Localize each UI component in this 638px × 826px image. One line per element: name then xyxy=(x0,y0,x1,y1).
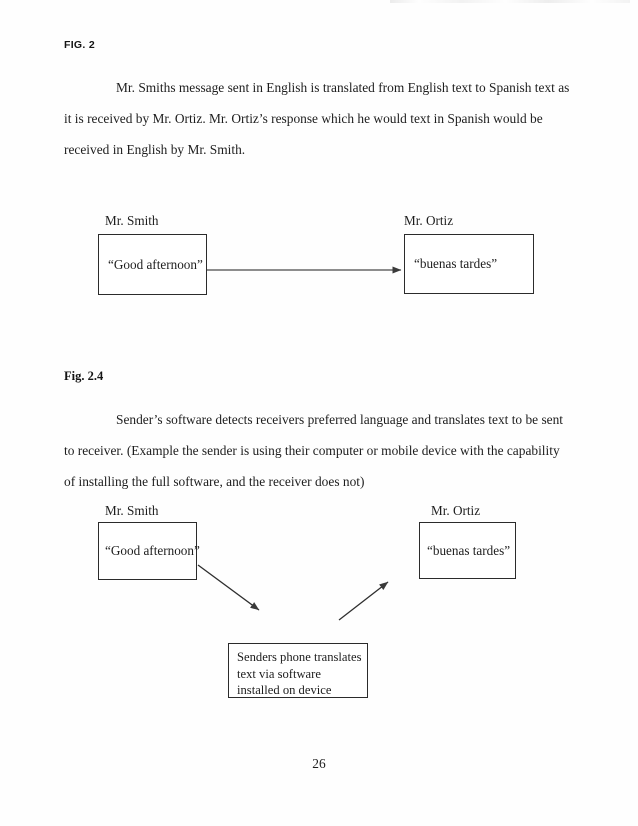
diagram-two-receiver-label: Mr. Ortiz xyxy=(431,503,481,518)
diagram-one-sender-label: Mr. Smith xyxy=(105,213,159,228)
diagram-one-receiver-box: “buenas tardes” xyxy=(404,234,534,294)
figure-heading-fig-2: FIG. 2 xyxy=(64,39,95,51)
diagram-one-receiver-label: Mr. Ortiz xyxy=(404,213,454,228)
diagram-two-sender-label: Mr. Smith xyxy=(105,503,159,518)
diagram-two-receiver-box: “buenas tardes” xyxy=(419,522,516,579)
diagram-one-sender-message: “Good afternoon” xyxy=(108,257,203,272)
diagram-two-note-box: Senders phone translates text via softwa… xyxy=(228,643,368,698)
paragraph-fig-2: Mr. Smiths message sent in English is tr… xyxy=(64,80,570,157)
diagram-two-sender-box: “Good afternoon” xyxy=(98,522,200,580)
note-line-1: Senders phone translates xyxy=(237,650,362,664)
diagram-two-sender-message: “Good afternoon” xyxy=(105,543,200,558)
note-line-3: installed on device xyxy=(237,683,332,697)
diagram-one-sender-box: “Good afternoon” xyxy=(98,234,207,295)
arrow-sender-to-translator xyxy=(197,564,260,611)
paragraph-fig-2-4: Sender’s software detects receivers pref… xyxy=(64,412,564,489)
figure-heading-fig-2-4: Fig. 2.4 xyxy=(64,369,104,383)
note-line-2: text via software xyxy=(237,666,321,681)
scan-artifact xyxy=(390,0,630,3)
diagram-two-receiver-message: “buenas tardes” xyxy=(427,543,511,558)
page-number: 26 xyxy=(312,756,326,771)
diagram-one-receiver-message: “buenas tardes” xyxy=(414,256,498,271)
arrow-translator-to-receiver xyxy=(338,581,389,621)
